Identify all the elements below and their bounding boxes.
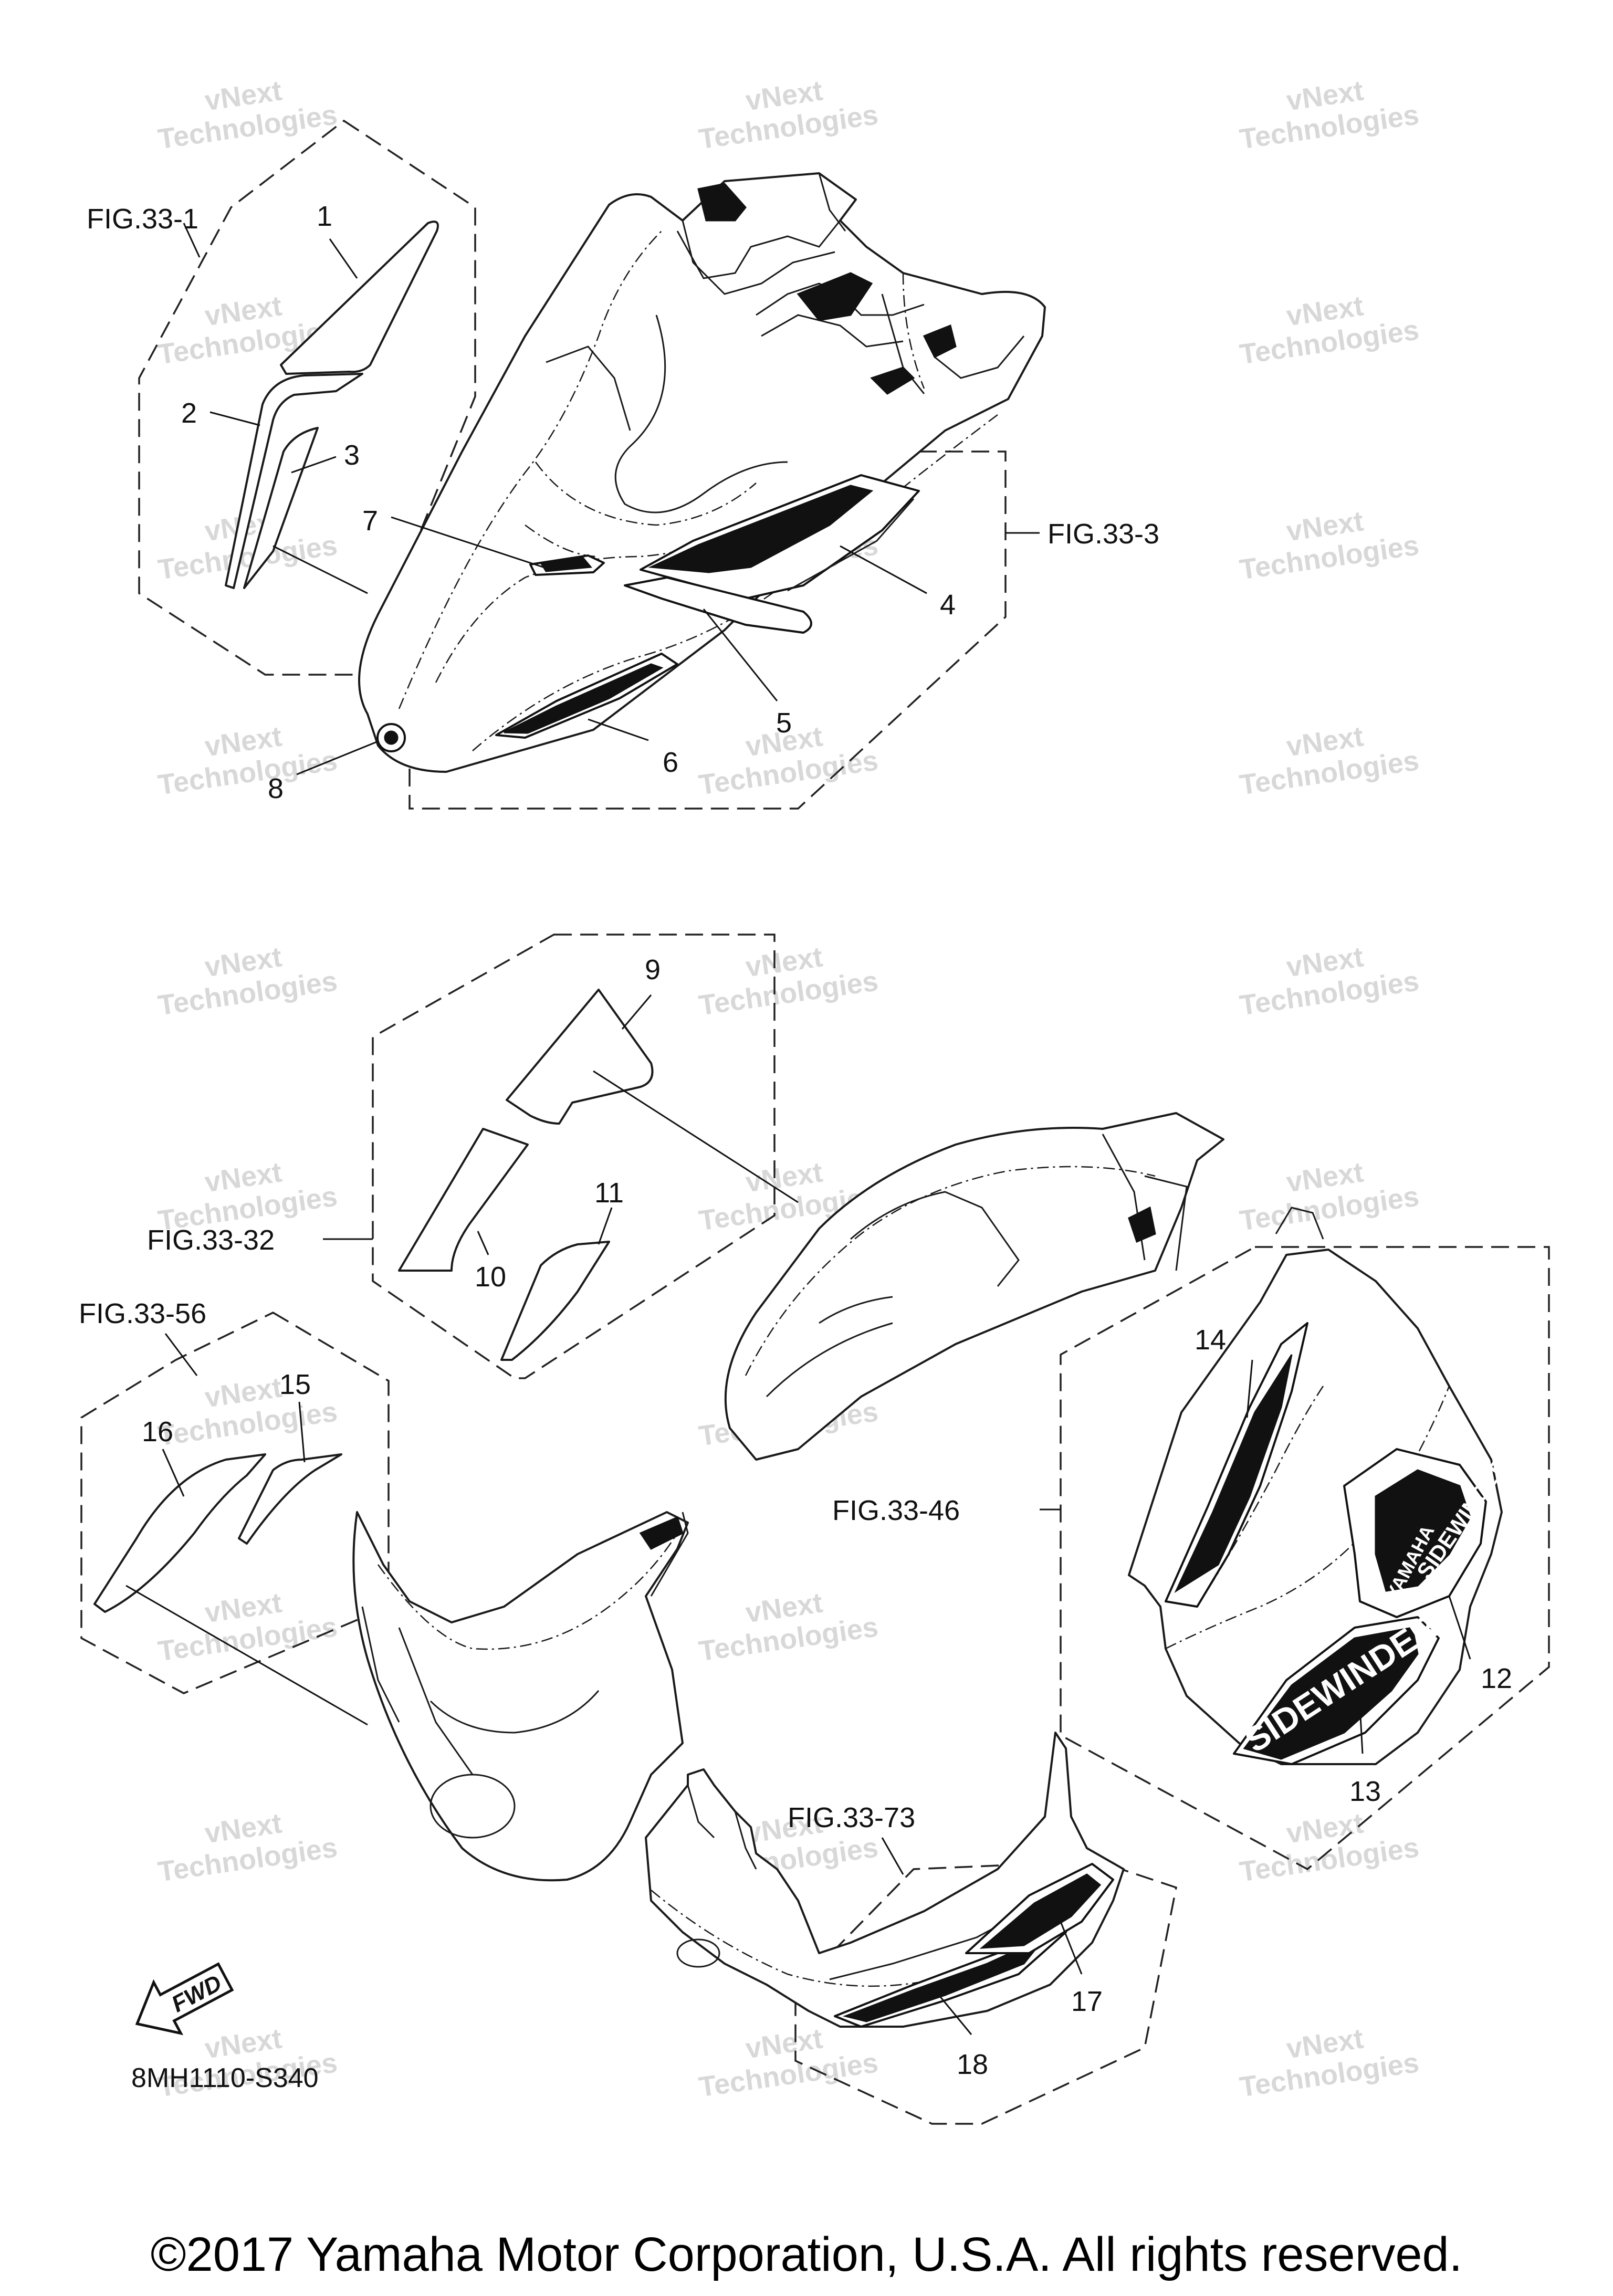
callout-5: 5 — [776, 707, 792, 739]
lower-fairing — [645, 1732, 1125, 2028]
decal-5[interactable] — [624, 576, 812, 634]
decal-16[interactable] — [93, 1453, 266, 1613]
decal-11[interactable] — [500, 1241, 610, 1361]
decal-15[interactable] — [238, 1453, 342, 1545]
callout-7: 7 — [362, 505, 378, 537]
callout-13: 13 — [1349, 1776, 1381, 1807]
diagram-code: 8MH1110-S340 — [131, 2063, 319, 2093]
callout-18: 18 — [957, 2049, 988, 2080]
fig-ref-33-32[interactable]: FIG.33-32 — [147, 1224, 275, 1256]
decal-3[interactable] — [243, 427, 319, 589]
decal-2[interactable] — [225, 373, 363, 589]
callout-8: 8 — [268, 773, 284, 804]
fwd-arrow: FWD — [135, 1962, 234, 2036]
copyright-notice: ©2017 Yamaha Motor Corporation, U.S.A. A… — [151, 2228, 1462, 2281]
group-fig-33-3 — [409, 450, 1007, 810]
callout-16: 16 — [142, 1416, 173, 1448]
callout-3: 3 — [344, 439, 360, 471]
group-fig-33-56 — [80, 1312, 390, 1694]
decal-9[interactable] — [506, 989, 654, 1125]
side-panel-right: YAMAHA SIDEWINDER SIDEWINDER — [1128, 1207, 1513, 1765]
callout-9: 9 — [645, 954, 661, 986]
side-panel-upper — [724, 1112, 1224, 1461]
callout-2: 2 — [181, 397, 197, 429]
group-fig-33-32 — [372, 934, 776, 1379]
callout-14: 14 — [1195, 1324, 1226, 1356]
callout-12: 12 — [1481, 1663, 1512, 1694]
group-fig-33-46 — [1060, 1246, 1550, 1871]
callout-6: 6 — [663, 747, 678, 778]
callout-4: 4 — [940, 589, 956, 621]
fig-ref-33-73[interactable]: FIG.33-73 — [788, 1802, 915, 1833]
leader-lines — [125, 223, 1471, 2035]
hood-assembly — [358, 172, 1046, 773]
callout-11: 11 — [594, 1177, 624, 1209]
decal-1[interactable] — [280, 221, 439, 375]
side-panel-lower-left — [352, 1511, 689, 1882]
group-fig-33-1 — [138, 119, 476, 676]
callout-15: 15 — [279, 1369, 311, 1400]
group-fig-33-73 — [794, 1860, 1178, 2125]
figure-references[interactable]: FIG.33-1 FIG.33-3 FIG.33-32 FIG.33-56 FI… — [79, 203, 1159, 1833]
decal-10[interactable] — [398, 1128, 529, 1272]
callout-17: 17 — [1071, 1986, 1103, 2017]
fig-ref-33-1[interactable]: FIG.33-1 — [87, 203, 198, 235]
callout-1: 1 — [317, 201, 332, 232]
callout-labels: 1 2 3 7 4 5 6 8 9 10 11 15 16 14 12 13 1… — [142, 201, 1512, 2080]
fig-ref-33-46[interactable]: FIG.33-46 — [832, 1495, 960, 1526]
callout-10: 10 — [475, 1261, 506, 1293]
fig-ref-33-3[interactable]: FIG.33-3 — [1048, 518, 1159, 550]
fig-ref-33-56[interactable]: FIG.33-56 — [79, 1298, 206, 1329]
